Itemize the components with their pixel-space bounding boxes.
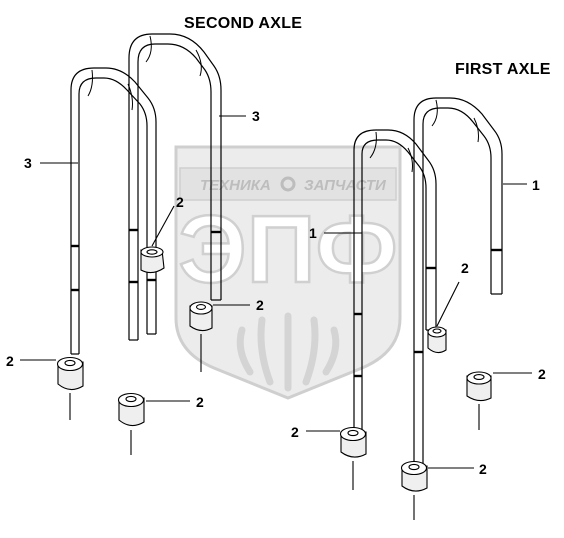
callout-label: 2 (256, 297, 264, 313)
leader-lines (20, 115, 532, 469)
u-bolt-second-axle-right (128, 33, 222, 341)
nut-first-axle-right-near (400, 460, 428, 520)
watermark-logo: ТЕХНИКА ЗАПЧАСТИ ЭПФ (174, 145, 402, 400)
u-bolt-first-axle-right (413, 97, 503, 471)
callout-label: 2 (176, 194, 184, 210)
callout-label: 2 (196, 394, 204, 410)
callouts: 3 3 1 1 2 2 2 2 2 2 2 2 (6, 108, 546, 477)
watermark-shield (174, 145, 402, 400)
callout-label: 3 (252, 108, 260, 124)
callout-label: 1 (309, 225, 317, 241)
nut-second-axle-right-far (189, 301, 213, 372)
callout-label: 3 (24, 155, 32, 171)
nut-first-axle-left-near (339, 426, 367, 490)
nut-second-axle-right-near (117, 392, 145, 455)
watermark-banner (179, 167, 397, 201)
nut-second-axle-left-far (140, 246, 165, 274)
callout-label: 2 (291, 424, 299, 440)
watermark-text-right: ЗАПЧАСТИ (304, 177, 387, 194)
nut-first-axle-right-far (466, 371, 492, 430)
nut-second-axle-left-near (56, 356, 84, 420)
callout-label: 2 (6, 353, 14, 369)
first-axle-heading: FIRST AXLE (455, 61, 551, 78)
wheat-icon (236, 312, 340, 392)
second-axle-heading: SECOND AXLE (184, 15, 303, 32)
u-bolt-second-axle-left (70, 67, 157, 355)
gear-icon (280, 176, 296, 192)
callout-label: 2 (461, 260, 469, 276)
callout-label: 1 (532, 177, 540, 193)
nut-first-axle-left-far (427, 326, 447, 354)
callout-label: 2 (538, 366, 546, 382)
watermark-text-left: ТЕХНИКА (200, 177, 271, 194)
callout-label: 2 (479, 461, 487, 477)
